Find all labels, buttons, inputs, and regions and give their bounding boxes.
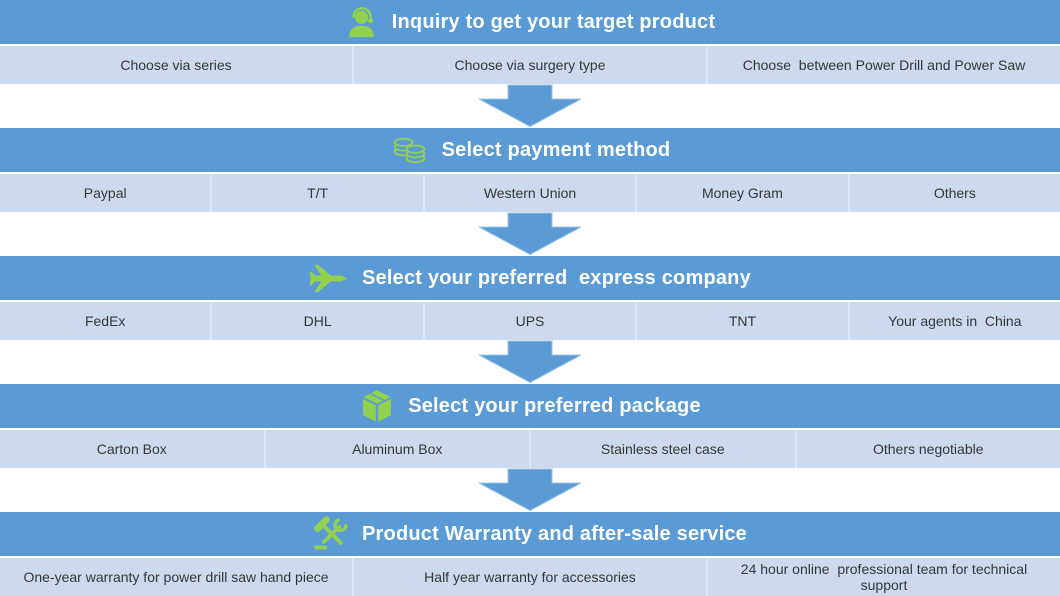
down-arrow-icon bbox=[478, 212, 582, 256]
option-cell: FedEx bbox=[0, 302, 211, 340]
option-cell: Choose via series bbox=[0, 46, 352, 84]
option-cell: One-year warranty for power drill saw ha… bbox=[0, 558, 352, 596]
support-agent-icon bbox=[349, 7, 374, 38]
section-icon-slot bbox=[359, 388, 395, 424]
flow-section: Select your preferred express company Fe… bbox=[0, 256, 1060, 340]
option-cell: UPS bbox=[424, 302, 636, 340]
section-icon-slot bbox=[309, 262, 349, 295]
section-title: Select your preferred express company bbox=[362, 266, 751, 289]
section-title: Product Warranty and after-sale service bbox=[362, 522, 747, 545]
flow-arrow bbox=[0, 84, 1060, 128]
down-arrow-icon bbox=[478, 468, 582, 512]
section-icon-slot bbox=[390, 132, 429, 168]
section-header: Select your preferred express company bbox=[0, 256, 1060, 300]
flow-section: Select your preferred package Carton Box… bbox=[0, 384, 1060, 468]
option-cell: Carton Box bbox=[0, 430, 264, 468]
option-cell: Half year warranty for accessories bbox=[354, 558, 706, 596]
section-title: Inquiry to get your target product bbox=[391, 10, 716, 33]
option-cell: 24 hour online professional team for tec… bbox=[708, 558, 1060, 596]
option-cell: Choose via surgery type bbox=[354, 46, 706, 84]
option-cell: TNT bbox=[637, 302, 848, 340]
section-header: Select your preferred package bbox=[0, 384, 1060, 428]
down-arrow-icon bbox=[478, 340, 582, 384]
airplane-icon bbox=[309, 264, 348, 292]
option-cell: Western Union bbox=[424, 174, 636, 212]
option-cell: T/T bbox=[212, 174, 423, 212]
option-cell: Aluminum Box bbox=[265, 430, 529, 468]
option-row: One-year warranty for power drill saw ha… bbox=[0, 558, 1060, 596]
option-cell: Your agents in China bbox=[849, 302, 1060, 340]
flow-section: Inquiry to get your target product Choos… bbox=[0, 0, 1060, 84]
down-arrow-icon bbox=[478, 84, 582, 128]
flow-section: Product Warranty and after-sale service … bbox=[0, 512, 1060, 596]
option-cell: Stainless steel case bbox=[531, 430, 795, 468]
section-icon-slot bbox=[345, 5, 379, 39]
tools-icon bbox=[314, 516, 348, 550]
flow-arrow bbox=[0, 468, 1060, 512]
option-cell: Money Gram bbox=[637, 174, 848, 212]
section-title: Select your preferred package bbox=[408, 394, 701, 417]
option-cell: Others negotiable bbox=[796, 430, 1060, 468]
section-header: Product Warranty and after-sale service bbox=[0, 512, 1060, 556]
coins-icon bbox=[393, 137, 425, 164]
section-title: Select payment method bbox=[441, 138, 671, 161]
flow-arrow bbox=[0, 340, 1060, 384]
option-cell: Others bbox=[849, 174, 1060, 212]
section-icon-slot bbox=[313, 516, 349, 552]
option-cell: Choose between Power Drill and Power Saw bbox=[708, 46, 1060, 84]
package-icon bbox=[363, 390, 392, 422]
option-cell: DHL bbox=[212, 302, 423, 340]
section-header: Select payment method bbox=[0, 128, 1060, 172]
section-header: Inquiry to get your target product bbox=[0, 0, 1060, 44]
option-cell: Paypal bbox=[0, 174, 211, 212]
flow-arrow bbox=[0, 212, 1060, 256]
